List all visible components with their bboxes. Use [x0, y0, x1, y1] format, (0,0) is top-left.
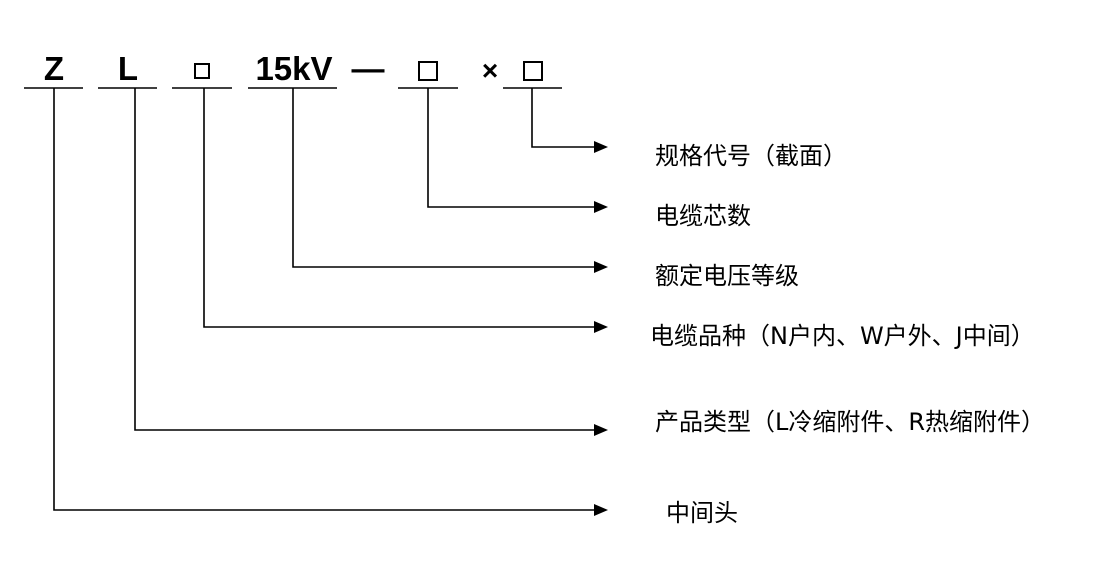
cable-type-placeholder-box [194, 63, 210, 79]
label-cable-type: 电缆品种（N户内、W户外、J中间） [650, 322, 1035, 350]
label-joint: 中间头 [666, 499, 738, 527]
code-times: × [482, 55, 498, 86]
code-voltage: 15kV [255, 50, 332, 87]
spec-code-placeholder-box [523, 61, 543, 81]
connector-joint [53, 88, 596, 511]
arrow-core-count [594, 201, 608, 213]
arrow-cable-type [594, 321, 608, 333]
arrow-rated-voltage [594, 261, 608, 273]
code-dash: — [352, 50, 385, 87]
core-count-placeholder-box [418, 61, 438, 81]
code-letter-l: L [118, 50, 138, 87]
arrow-spec-code [594, 141, 608, 153]
connector-cable-type [203, 88, 596, 328]
label-core-count: 电缆芯数 [655, 202, 751, 230]
connector-core-count [427, 88, 596, 208]
arrow-joint [594, 504, 608, 516]
code-letter-z: Z [44, 50, 64, 87]
connector-spec-code [531, 88, 596, 148]
label-spec-code: 规格代号（截面） [655, 142, 847, 170]
connector-rated-voltage [292, 88, 596, 268]
connector-product-type [134, 88, 596, 431]
label-rated-voltage: 额定电压等级 [655, 262, 799, 290]
label-product-type: 产品类型（L冷缩附件、R热缩附件） [655, 408, 1045, 436]
arrow-product-type [594, 424, 608, 436]
